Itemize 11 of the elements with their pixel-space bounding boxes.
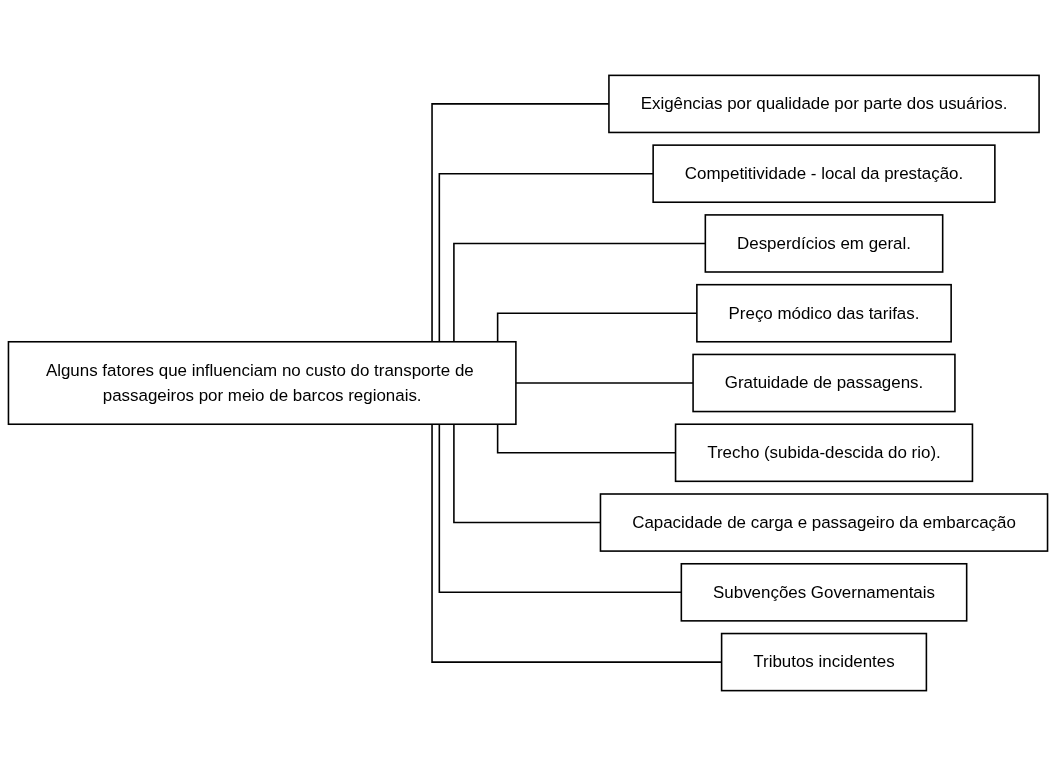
node-box: Competitividade - local da prestação. bbox=[652, 144, 996, 204]
node-box: Gratuidade de passagens. bbox=[692, 353, 956, 413]
node-box: Capacidade de carga e passageiro da embarcação bbox=[599, 493, 1049, 552]
node-box: Exigências por qualidade por parte dos usuários. bbox=[608, 74, 1040, 134]
node-box: Desperdícios em geral. bbox=[704, 214, 944, 273]
node-box: Alguns fatores que influenciam no custo do transporte de passageiros por meio de barcos regionais. bbox=[7, 340, 517, 426]
node-box: Subvenções Governamentais bbox=[680, 562, 968, 622]
node-box: Trecho (subida-descida do rio). bbox=[674, 423, 974, 483]
connector bbox=[515, 382, 694, 384]
node-box: Tributos incidentes bbox=[720, 632, 928, 692]
node-box: Preço módico das tarifas. bbox=[696, 283, 952, 343]
